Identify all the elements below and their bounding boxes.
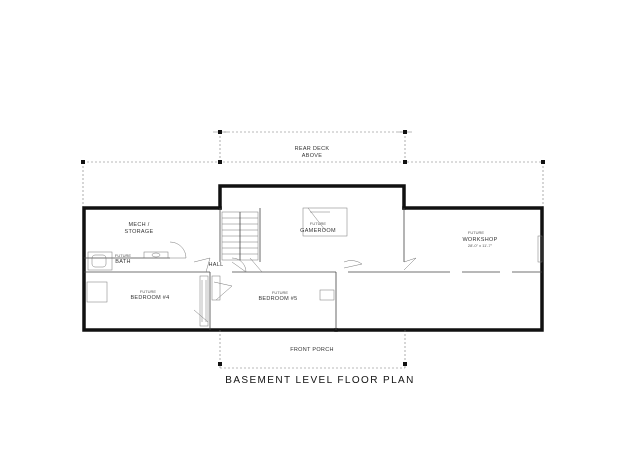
rear-deck-sublabel: ABOVE (302, 153, 322, 159)
gameroom-label: FUTURE (310, 221, 327, 226)
stair (221, 211, 259, 261)
workshop-dimensions: 28'-0" x 11'-7" (468, 243, 493, 248)
bedroom4-sublabel: BEDROOM #4 (130, 295, 169, 301)
mech-storage-label: MECH / (128, 222, 149, 228)
rear-deck-outline (82, 131, 544, 208)
plan-title: BASEMENT LEVEL FLOOR PLAN (225, 375, 415, 386)
deck-posts (81, 130, 545, 164)
bedroom5-label: FUTURE (272, 290, 289, 295)
front-porch-outline (218, 330, 407, 369)
workshop-label: FUTURE (468, 230, 485, 235)
interior-walls (84, 208, 542, 330)
front-porch-label: FRONT PORCH (290, 347, 334, 353)
mech-storage-sublabel: STORAGE (125, 229, 154, 235)
door-swings (169, 241, 417, 323)
workshop-sublabel: WORKSHOP (462, 237, 497, 243)
gameroom-sublabel: GAMEROOM (300, 228, 336, 234)
rear-deck-label: REAR DECK (295, 146, 330, 152)
bedroom4-label: FUTURE (140, 289, 157, 294)
hall-label: HALL (209, 262, 224, 268)
bedroom5-sublabel: BEDROOM #5 (258, 296, 297, 302)
bath-label: FUTURE (115, 253, 132, 258)
fixtures (86, 207, 543, 327)
bath-sublabel: BATH (115, 259, 130, 265)
